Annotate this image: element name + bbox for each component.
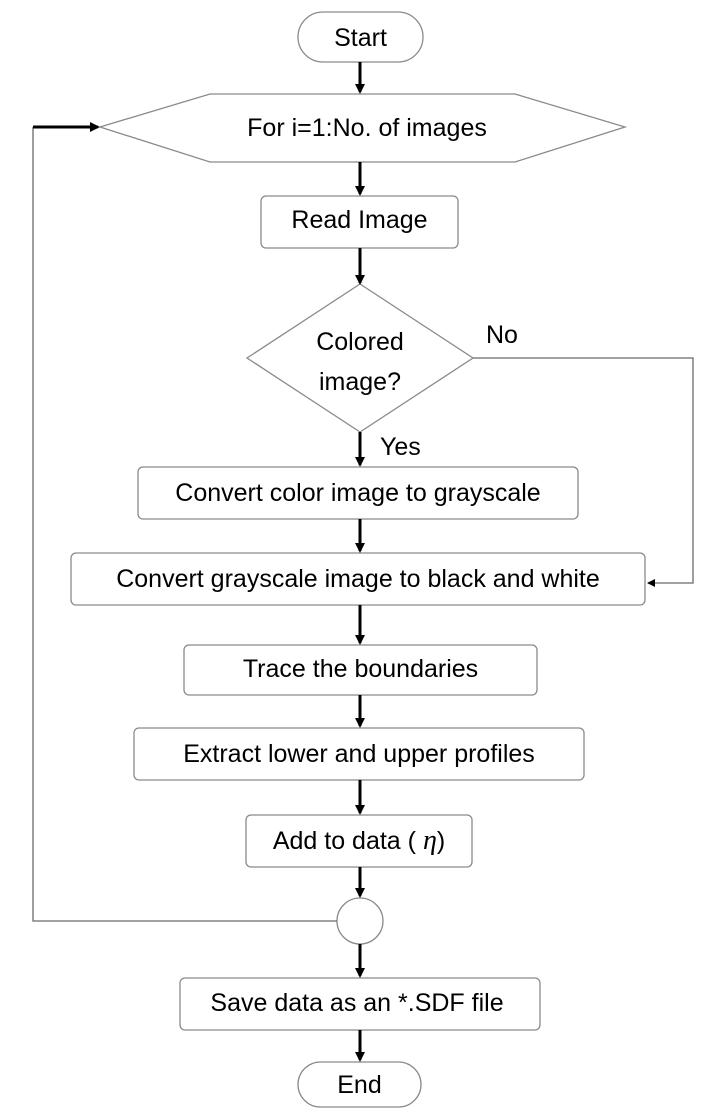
convert-grayscale-label: Convert color image to grayscale (175, 479, 540, 507)
yes-branch-label: Yes (380, 433, 421, 461)
extract-profiles-node: Extract lower and upper profiles (133, 727, 585, 781)
read-image-label: Read Image (291, 206, 427, 234)
add-to-data-label: Add to data ( η) (273, 825, 445, 856)
start-label: Start (334, 24, 387, 52)
save-data-node: Save data as an *.SDF file (179, 977, 541, 1031)
end-label: End (337, 1071, 381, 1099)
save-data-label: Save data as an *.SDF file (210, 989, 503, 1017)
loop-end-connector (336, 897, 384, 945)
convert-bw-node: Convert grayscale image to black and whi… (70, 552, 646, 606)
trace-boundaries-node: Trace the boundaries (183, 644, 538, 696)
convert-grayscale-node: Convert color image to grayscale (137, 466, 579, 520)
no-branch-label: No (486, 321, 518, 349)
colored-image-decision: Colored image? (245, 283, 475, 433)
add-to-data-node: Add to data ( η) (245, 814, 473, 868)
trace-boundaries-label: Trace the boundaries (243, 655, 478, 683)
no-branch-connector (473, 357, 694, 587)
convert-bw-label: Convert grayscale image to black and whi… (116, 565, 600, 593)
start-node: Start (297, 11, 424, 63)
decision-label-line1: Colored (316, 328, 404, 356)
end-node: End (297, 1061, 422, 1108)
extract-profiles-label: Extract lower and upper profiles (183, 740, 535, 768)
loop-back-line (32, 127, 337, 922)
loop-node: For i=1:No. of images (97, 93, 628, 163)
read-image-node: Read Image (260, 195, 459, 249)
decision-label-line2: image? (319, 368, 401, 396)
loop-label: For i=1:No. of images (247, 114, 487, 142)
